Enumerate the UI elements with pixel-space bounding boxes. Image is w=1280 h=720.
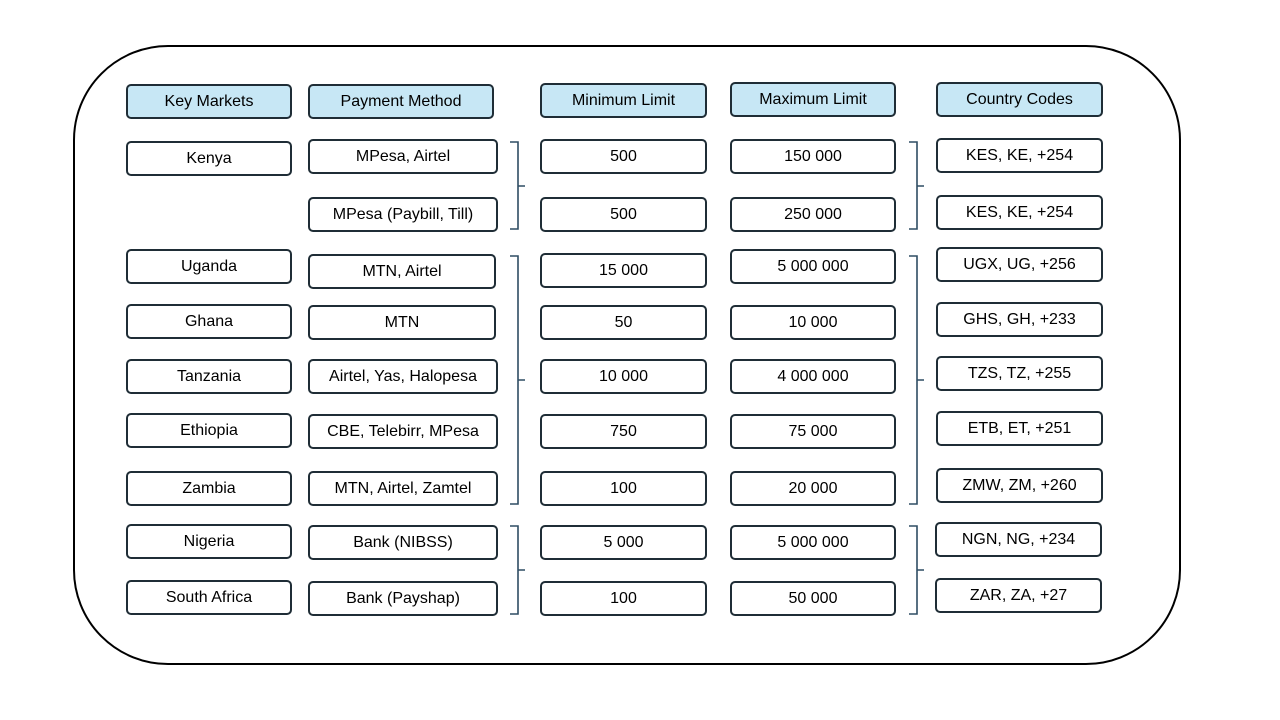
payment-method-cell: MPesa (Paybill, Till): [308, 197, 498, 232]
payment-method-cell: MTN: [308, 305, 496, 340]
market-cell: Ghana: [126, 304, 292, 339]
country-codes-cell: GHS, GH, +233: [936, 302, 1103, 337]
payment-method-cell: MTN, Airtel: [308, 254, 496, 289]
minimum-limit-cell: 10 000: [540, 359, 707, 394]
minimum-limit-cell: 100: [540, 471, 707, 506]
header-country-codes: Country Codes: [936, 82, 1103, 117]
country-codes-cell: KES, KE, +254: [936, 138, 1103, 173]
bracket-group-bank-max: [909, 525, 924, 615]
minimum-limit-cell: 500: [540, 197, 707, 232]
minimum-limit-cell: 100: [540, 581, 707, 616]
maximum-limit-cell: 5 000 000: [730, 249, 896, 284]
header-maximum-limit: Maximum Limit: [730, 82, 896, 117]
market-cell: Kenya: [126, 141, 292, 176]
payment-method-cell: Bank (Payshap): [308, 581, 498, 616]
minimum-limit-cell: 50: [540, 305, 707, 340]
payment-method-cell: MPesa, Airtel: [308, 139, 498, 174]
country-codes-cell: UGX, UG, +256: [936, 247, 1103, 282]
market-cell: Uganda: [126, 249, 292, 284]
bracket-group-mobile: [510, 255, 525, 505]
payment-method-cell: MTN, Airtel, Zamtel: [308, 471, 498, 506]
maximum-limit-cell: 20 000: [730, 471, 896, 506]
minimum-limit-cell: 5 000: [540, 525, 707, 560]
header-key-markets: Key Markets: [126, 84, 292, 119]
header-minimum-limit: Minimum Limit: [540, 83, 707, 118]
market-cell: Zambia: [126, 471, 292, 506]
country-codes-cell: TZS, TZ, +255: [936, 356, 1103, 391]
maximum-limit-cell: 5 000 000: [730, 525, 896, 560]
maximum-limit-cell: 4 000 000: [730, 359, 896, 394]
country-codes-cell: ZMW, ZM, +260: [936, 468, 1103, 503]
country-codes-cell: ETB, ET, +251: [936, 411, 1103, 446]
bracket-group-kenya-max: [909, 141, 924, 230]
country-codes-cell: NGN, NG, +234: [935, 522, 1102, 557]
payment-method-cell: CBE, Telebirr, MPesa: [308, 414, 498, 449]
market-cell: Tanzania: [126, 359, 292, 394]
market-cell: Nigeria: [126, 524, 292, 559]
maximum-limit-cell: 75 000: [730, 414, 896, 449]
maximum-limit-cell: 250 000: [730, 197, 896, 232]
maximum-limit-cell: 10 000: [730, 305, 896, 340]
minimum-limit-cell: 500: [540, 139, 707, 174]
market-cell: Ethiopia: [126, 413, 292, 448]
minimum-limit-cell: 15 000: [540, 253, 707, 288]
maximum-limit-cell: 50 000: [730, 581, 896, 616]
bracket-group-bank: [510, 525, 525, 615]
maximum-limit-cell: 150 000: [730, 139, 896, 174]
payment-method-cell: Airtel, Yas, Halopesa: [308, 359, 498, 394]
payment-method-cell: Bank (NIBSS): [308, 525, 498, 560]
country-codes-cell: ZAR, ZA, +27: [935, 578, 1102, 613]
header-payment-method: Payment Method: [308, 84, 494, 119]
minimum-limit-cell: 750: [540, 414, 707, 449]
market-cell: South Africa: [126, 580, 292, 615]
bracket-group-mobile-max: [909, 255, 924, 505]
diagram-frame: [73, 45, 1181, 665]
bracket-group-kenya: [510, 141, 525, 230]
country-codes-cell: KES, KE, +254: [936, 195, 1103, 230]
